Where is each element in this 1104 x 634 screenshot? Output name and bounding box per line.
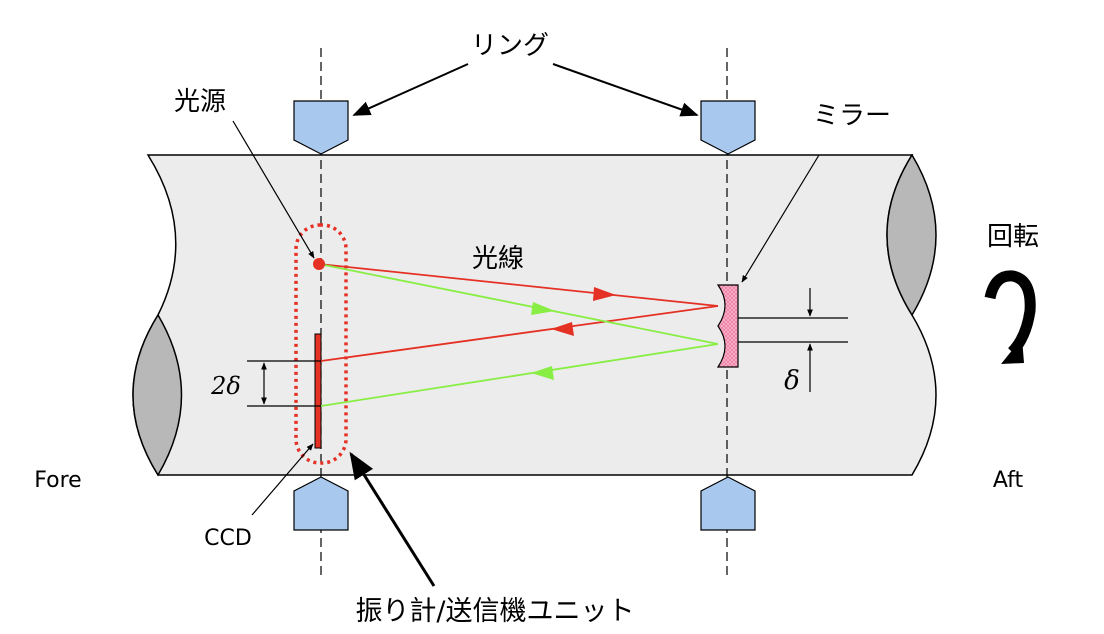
shaft-end-right (886, 153, 937, 317)
aft-label: Aft (993, 468, 1024, 493)
ccd-pointer (251, 443, 314, 516)
measuring-unit-outline (294, 223, 348, 465)
ray-label: 光線 (472, 244, 524, 274)
red-ray-outgoing (318, 263, 719, 307)
light-source-dot (313, 258, 325, 270)
ccd-sensor (314, 333, 322, 449)
green-ray-arrowhead-2 (531, 366, 554, 380)
ccd-label: CCD (204, 526, 252, 551)
light-source-pointer (232, 120, 315, 259)
red-ray-arrowhead-2 (551, 322, 574, 336)
unit-label: 振り計/送信機ユニット (355, 596, 634, 627)
light-source-label: 光源 (174, 87, 226, 117)
shaft-body (132, 154, 937, 476)
rotation-arrowhead (1001, 338, 1024, 364)
ring-bottom-fore (293, 476, 349, 531)
mirror-pointer (741, 154, 820, 283)
fore-label: Fore (34, 468, 81, 493)
shaft (132, 153, 937, 477)
two-delta-label: 2δ (210, 372, 241, 400)
shaft-end-left (132, 313, 183, 477)
ring-top-fore (293, 100, 349, 155)
green-ray-return (320, 343, 719, 407)
delta-label: δ (784, 366, 800, 396)
mirror-label: ミラー (813, 101, 891, 131)
ring-label: リング (471, 31, 549, 61)
rotation-arrow (984, 270, 1036, 356)
ring-top-aft (700, 100, 756, 155)
ring-bottom-aft (700, 476, 756, 531)
rotation-label: 回転 (987, 222, 1039, 252)
light-rays (318, 263, 719, 407)
ring-label-arrow-left (352, 63, 469, 116)
ring-label-arrow-right (552, 63, 699, 117)
unit-pointer (349, 451, 436, 587)
red-ray-arrowhead-1 (593, 287, 616, 301)
mirror (716, 284, 739, 368)
red-ray-return (320, 305, 719, 362)
green-ray-outgoing (318, 263, 719, 345)
green-ray-arrowhead-1 (531, 302, 555, 315)
